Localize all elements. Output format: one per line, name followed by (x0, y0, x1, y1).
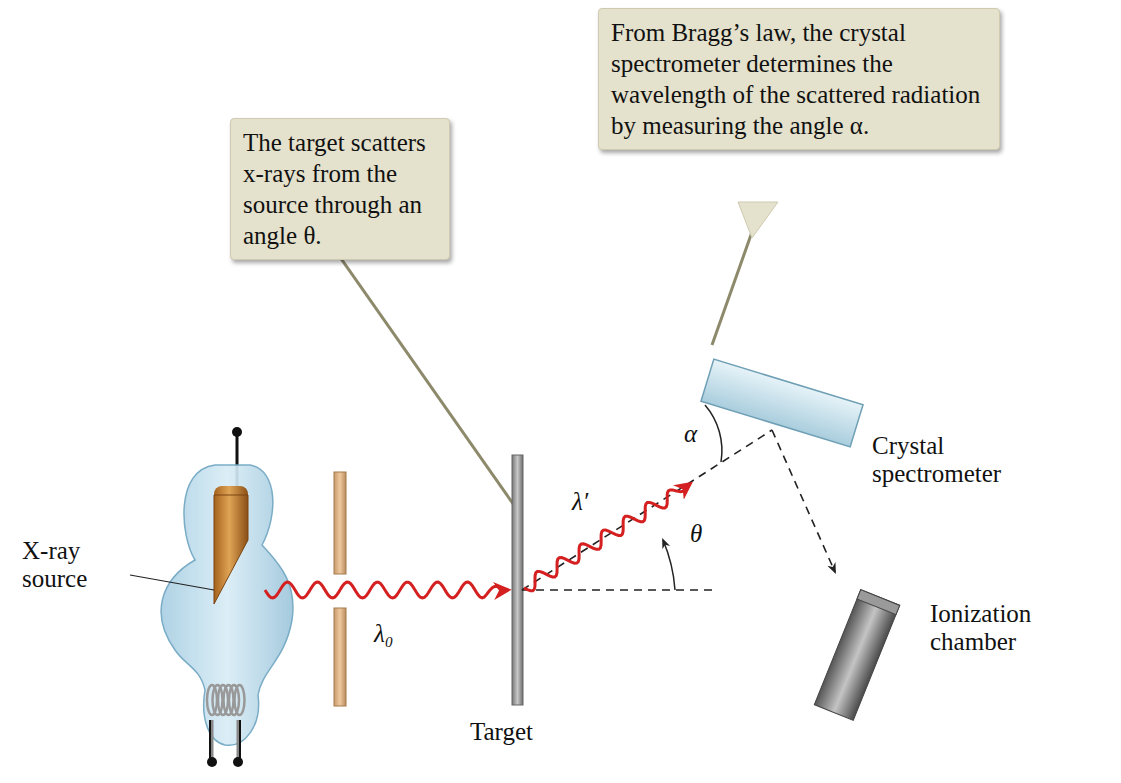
wavelength-symbol: λ′ (572, 488, 588, 516)
leader-line (130, 575, 214, 590)
callout-text: The target scatters x-rays from the sour… (243, 127, 437, 251)
wavelength-symbol: λ₀ (374, 620, 394, 648)
part-label: Target (470, 718, 533, 746)
target-plate (512, 455, 523, 705)
part-label: Ionization chamber (930, 600, 1080, 656)
callout-box: The target scatters x-rays from the sour… (230, 118, 450, 260)
scattered-x-ray (524, 484, 690, 591)
angle-arc (705, 405, 722, 462)
part-label: Crystal spectrometer (872, 432, 1042, 488)
angle-symbol: θ (690, 520, 702, 548)
angle-symbol: α (684, 420, 697, 448)
part-label: X-ray source (22, 537, 132, 593)
crystal-block (701, 359, 863, 447)
incident-x-ray (265, 582, 508, 598)
ionization-chamber (814, 590, 899, 721)
angle-arc (663, 540, 675, 590)
callout-box: From Bragg’s law, the crystal spectromet… (598, 8, 1000, 150)
callout-text: From Bragg’s law, the crystal spectromet… (611, 17, 987, 141)
